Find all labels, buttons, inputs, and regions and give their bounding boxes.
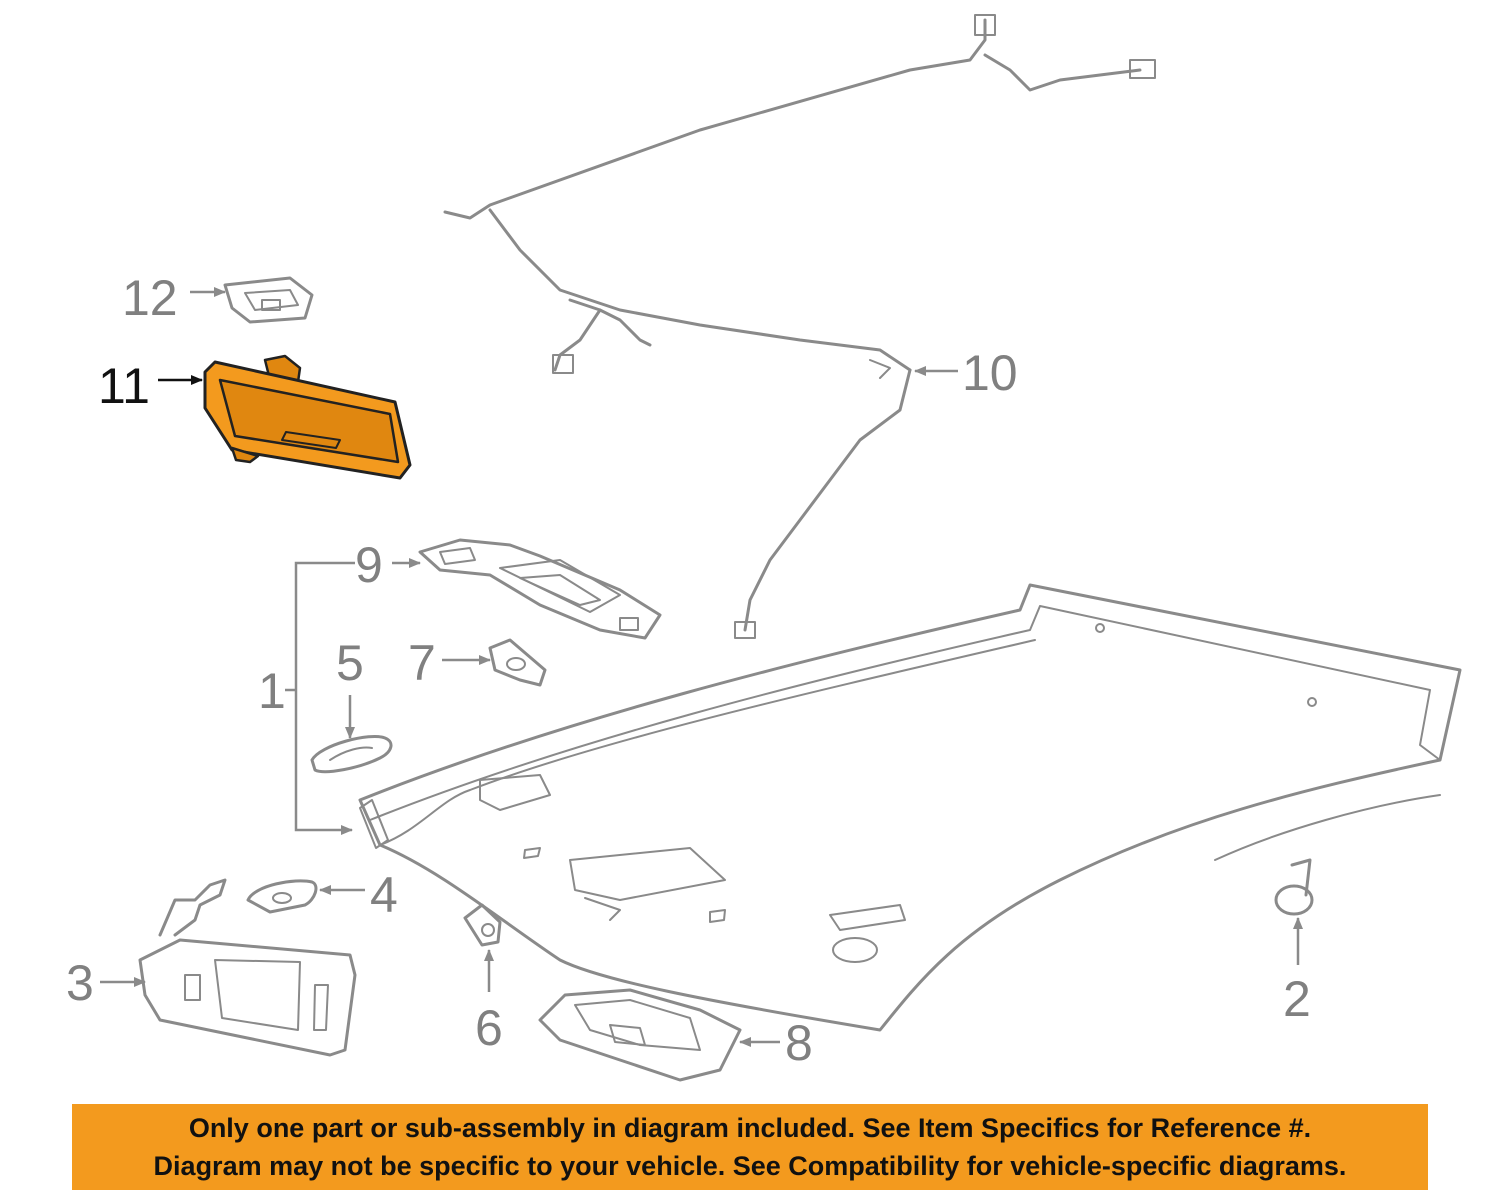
visor-bracket-drawing <box>246 879 318 914</box>
dome-lamp-drawing <box>538 988 742 1082</box>
callout-7: 7 <box>408 635 436 691</box>
callout-3: 3 <box>66 955 94 1011</box>
callout-1-bracket <box>294 561 355 835</box>
inside-mirror-drawing <box>203 354 412 480</box>
callout-1: 1 <box>258 663 286 719</box>
callout-9: 9 <box>355 537 383 593</box>
callout-5: 5 <box>336 635 364 691</box>
callout-2: 2 <box>1283 971 1311 1027</box>
mirror-cover-drawing <box>223 276 314 324</box>
bracket-drawing <box>488 638 547 687</box>
sun-visor-drawing <box>138 878 357 1057</box>
wiring-harness-drawing <box>443 14 1156 639</box>
trim-cover-drawing <box>310 735 393 774</box>
callout-4: 4 <box>370 867 398 923</box>
headliner-panel <box>358 583 1462 1032</box>
disclaimer-line-2: Diagram may not be specific to your vehi… <box>153 1151 1347 1181</box>
push-retainer-drawing <box>1274 858 1314 916</box>
parts-diagram: 12 11 10 9 7 5 1 4 3 6 8 2 <box>66 14 1462 1082</box>
disclaimer-banner: Only one part or sub-assembly in diagram… <box>72 1104 1428 1190</box>
disclaimer-line-1: Only one part or sub-assembly in diagram… <box>188 1113 1312 1143</box>
clip-drawing <box>463 903 502 947</box>
callout-8: 8 <box>785 1015 813 1071</box>
callout-10: 10 <box>962 345 1018 401</box>
callout-12: 12 <box>122 270 178 326</box>
overhead-console-drawing <box>418 538 662 640</box>
callout-11: 11 <box>98 358 150 414</box>
callout-6: 6 <box>475 1000 503 1056</box>
